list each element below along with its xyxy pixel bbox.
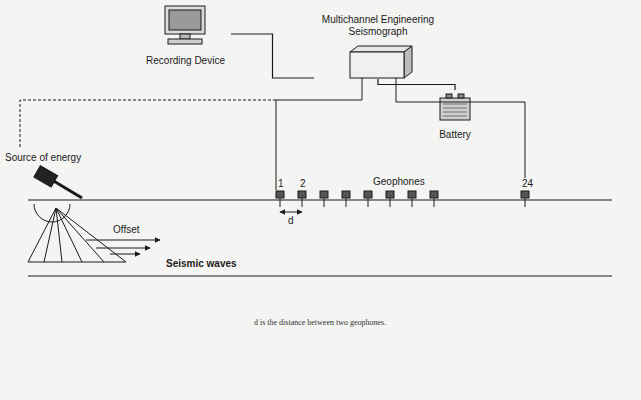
geophone [320, 191, 328, 207]
battery-box: Battery [425, 90, 485, 144]
wave-arrow [96, 248, 150, 249]
offset-label: Offset [112, 224, 141, 236]
monitor-stand [180, 34, 190, 39]
wave-arrow [110, 254, 140, 255]
seismograph-top [350, 46, 412, 52]
hammer-handle [52, 180, 82, 198]
ground-surface [28, 200, 612, 201]
node-label: Multichannel Engineering Seismograph [314, 14, 442, 38]
impact-arc [34, 204, 70, 222]
callout-number: 1 [277, 178, 285, 190]
battery-stripes [443, 104, 467, 116]
node-label: Battery [437, 129, 473, 141]
geophone [342, 191, 350, 207]
source-label: Source of energy [4, 152, 82, 164]
geophone [430, 191, 438, 207]
geophone [298, 191, 306, 207]
node-label: Recording Device [144, 55, 227, 67]
cable [231, 34, 314, 78]
geophones-label: Geophones [372, 176, 426, 188]
device-box: Recording Device [140, 4, 231, 70]
geophone [386, 191, 394, 207]
geophone-array [276, 191, 529, 207]
spacing-arrow [280, 212, 302, 213]
dimension-label: d [287, 215, 295, 227]
geophone [521, 191, 529, 207]
battery-terminal [446, 94, 452, 98]
geophone [408, 191, 416, 207]
callout-number: 2 [299, 178, 307, 190]
seismograph-side [404, 46, 412, 78]
cable [276, 78, 362, 190]
cable [378, 79, 455, 90]
seismograph-box [350, 52, 404, 78]
waves-label: Seismic waves [165, 258, 238, 270]
offset-arrow [86, 240, 160, 241]
callout-number: 24 [521, 178, 534, 190]
battery-terminal [458, 94, 464, 98]
geophone [364, 191, 372, 207]
monitor [165, 6, 205, 34]
seismograph-box: Multichannel Engineering Seismograph [314, 14, 442, 79]
trigger-cable [20, 100, 276, 148]
keyboard [168, 39, 202, 44]
screen [169, 10, 201, 30]
cable [396, 78, 525, 190]
refractor-line [28, 275, 612, 276]
hammer-head [34, 166, 58, 187]
geophone [276, 191, 284, 207]
figure-caption: d is the distance between two geophones. [254, 318, 386, 328]
battery-body [440, 98, 470, 120]
